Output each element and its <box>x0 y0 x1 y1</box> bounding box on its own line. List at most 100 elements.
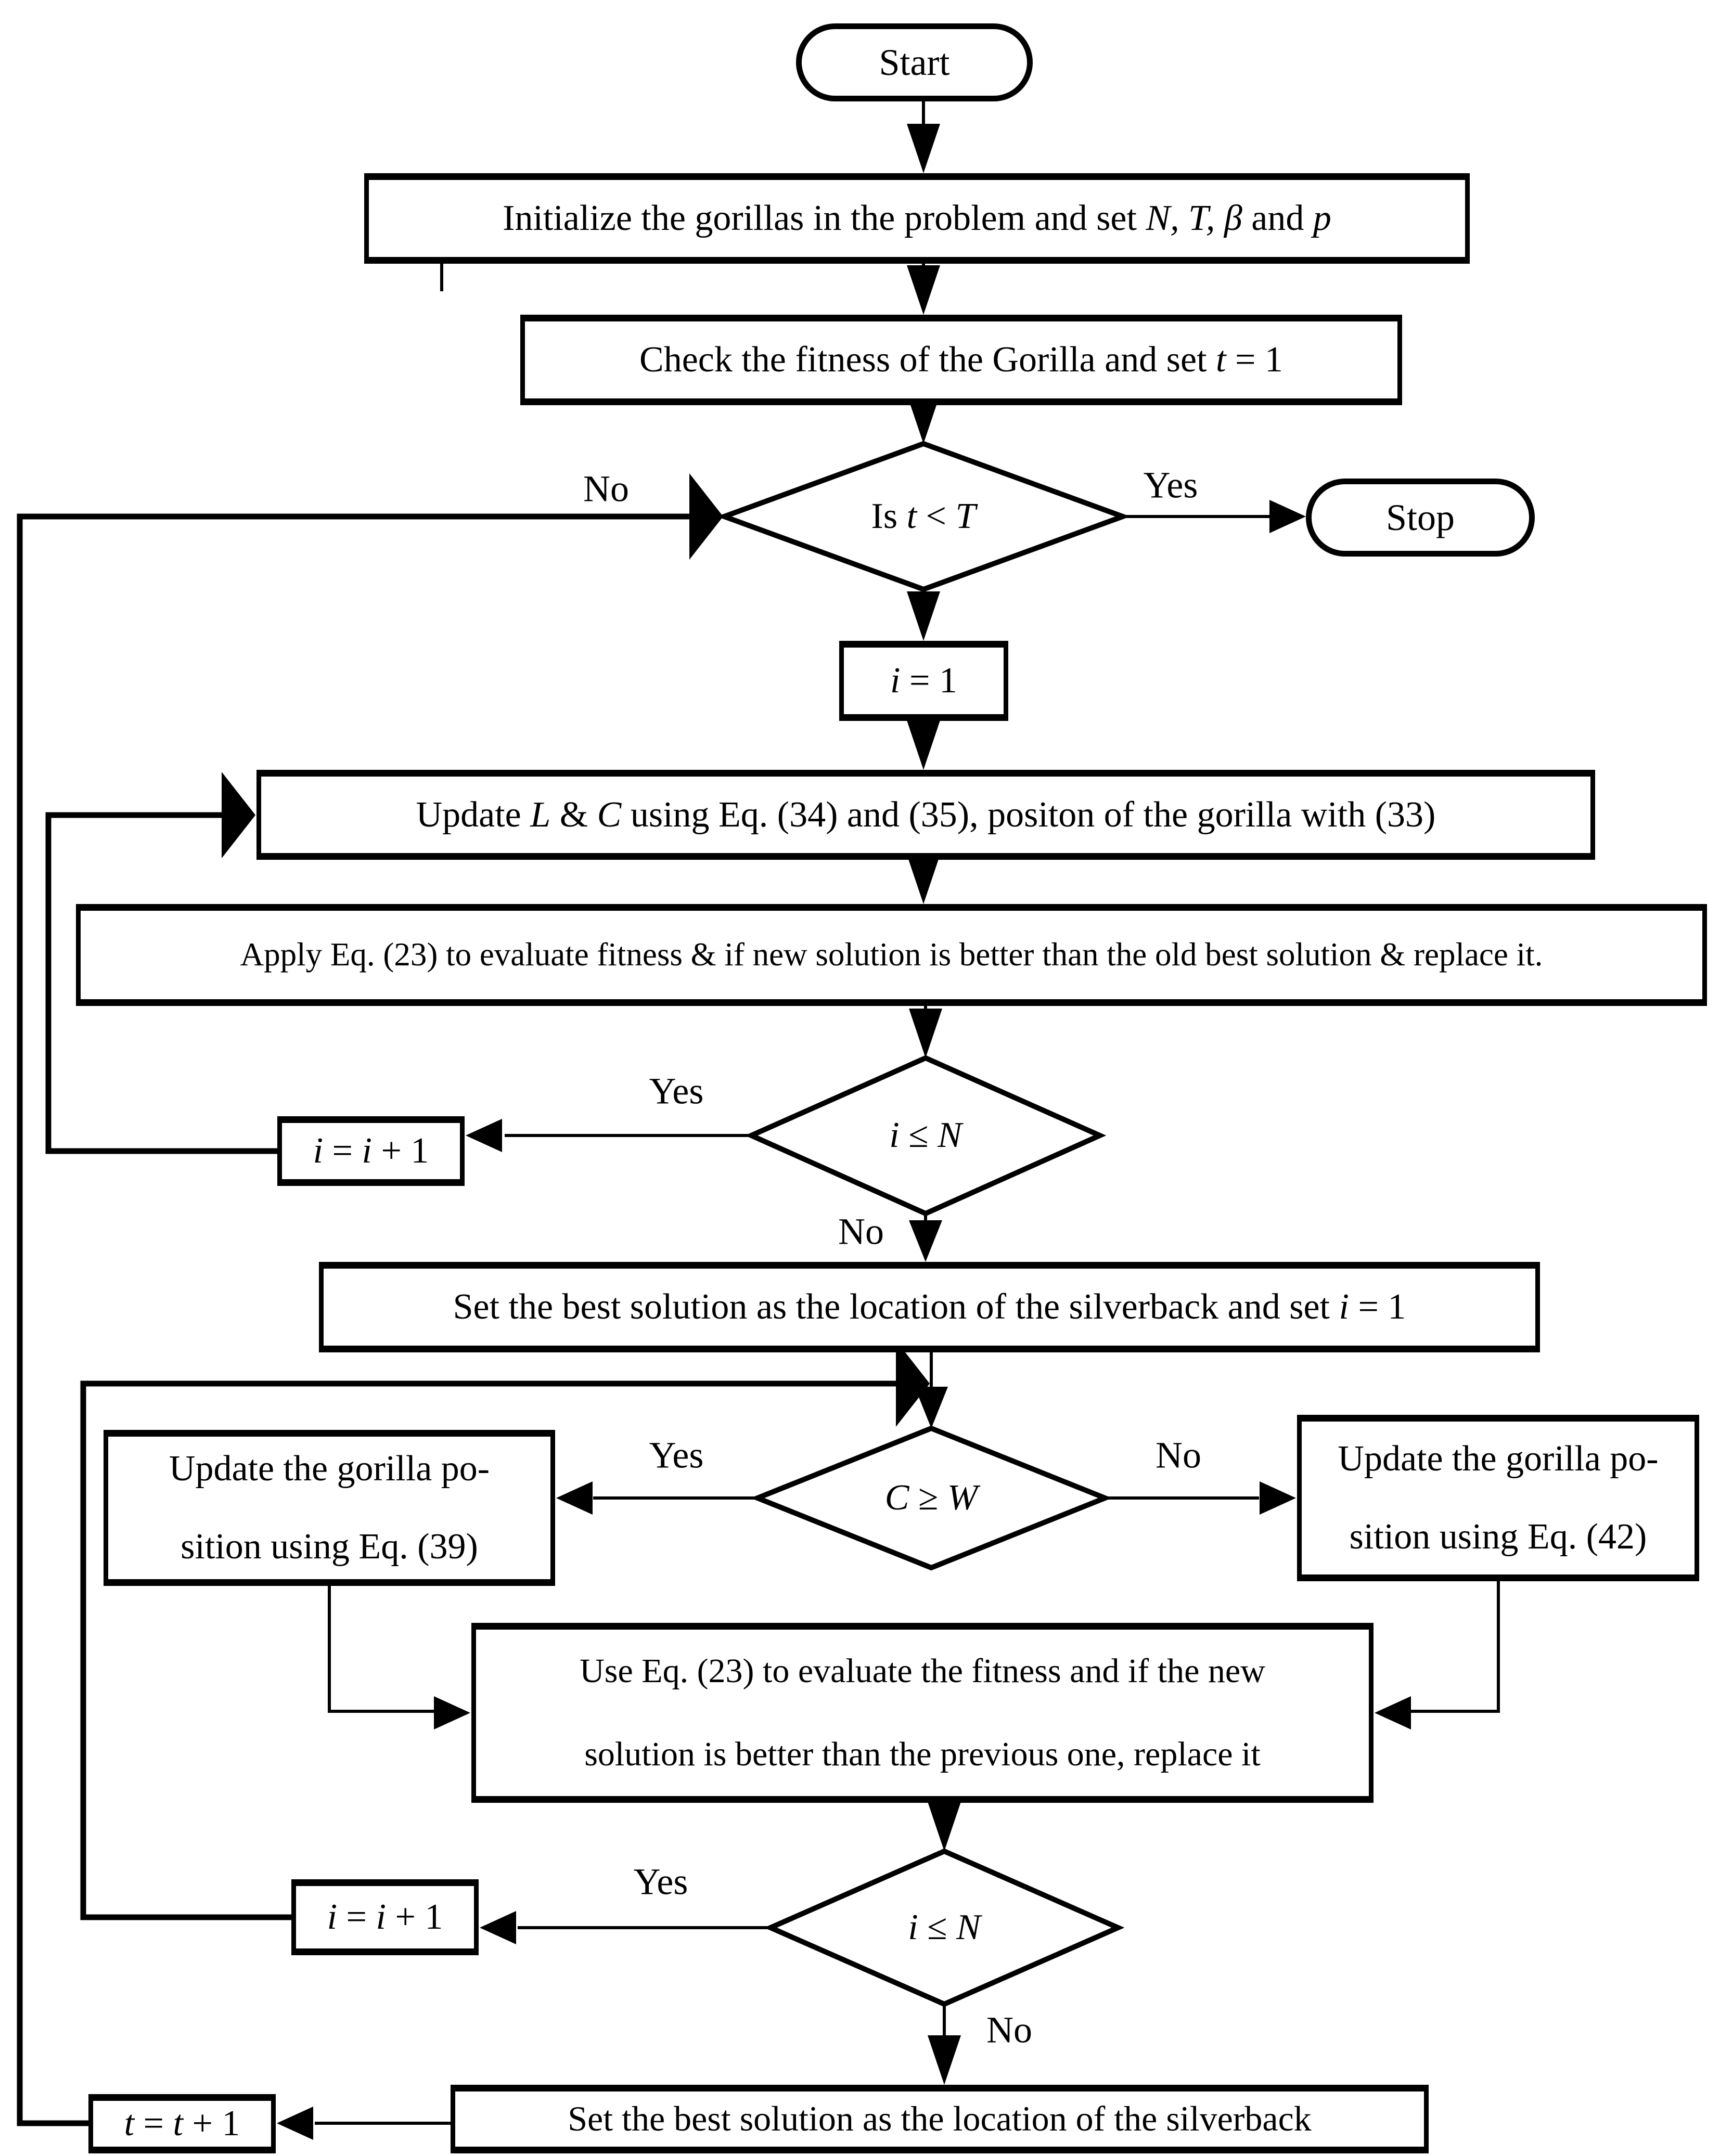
arrowhead-setbest2-tinc <box>277 2107 313 2140</box>
text-run: i <box>376 1897 386 1937</box>
arrowhead-tdecision-stop <box>1269 500 1306 533</box>
text-run: ≤ <box>899 1115 938 1155</box>
text-run: i <box>327 1897 338 1937</box>
text-run: i <box>889 1115 900 1155</box>
decision-i-le-N-2-label: i ≤ N <box>908 1907 981 1948</box>
text-run: + 1 <box>371 1131 429 1171</box>
arrowhead-initialize-check <box>907 265 940 315</box>
arrowhead-setbest-cwdecision <box>915 1387 948 1428</box>
text-run: Initialize the gorillas in the problem a… <box>503 198 1146 238</box>
text-run: i <box>908 1907 918 1947</box>
text-run: C <box>597 794 622 835</box>
text-run: & <box>550 794 597 835</box>
arrowhead-update-apply <box>907 855 940 904</box>
node-update-lc: Update L & C using Eq. (34) and (35), po… <box>256 770 1595 860</box>
node-i-init: i = 1 <box>839 641 1008 721</box>
decision-i-le-N-1-label: i ≤ N <box>889 1115 962 1156</box>
text-run: L <box>530 794 551 835</box>
arrowhead-eq42-useeq <box>1375 1696 1411 1729</box>
text-run: i <box>313 1131 324 1171</box>
text-run: N <box>938 1115 962 1155</box>
node-set-best-final: Set the best solution as the location of… <box>451 2085 1429 2153</box>
text-run: solution is better than the previous one… <box>584 1735 1261 1773</box>
arrowhead-loop-i2-junction <box>896 1340 930 1427</box>
text-run: = 1 <box>1226 340 1283 380</box>
edge-label-no-idecision1: No <box>838 1210 884 1253</box>
text-run: Update <box>416 794 531 835</box>
decision-i-le-N-1-shape <box>745 1055 1107 1217</box>
node-stop: Stop <box>1306 479 1535 557</box>
text-run: N <box>956 1907 981 1947</box>
i-increment-label: i = i + 1 <box>308 1129 434 1173</box>
text-run: T <box>955 496 976 536</box>
set-best-final-label: Set the best solution as the location of… <box>568 2099 1312 2139</box>
i-increment-label: i = i + 1 <box>322 1895 448 1939</box>
text-run: Use Eq. (23) to evaluate the fitness and… <box>580 1652 1265 1690</box>
arrowhead-cwdecision-eq39 <box>556 1481 593 1515</box>
update-lc-label: Update L & C using Eq. (34) and (35), po… <box>411 793 1441 837</box>
stop-label: Stop <box>1385 496 1455 538</box>
text-run: using Eq. (34) and (35), positon of the … <box>621 794 1436 835</box>
text-run: Check the fitness of the Gorilla and set <box>639 340 1216 380</box>
arrowhead-check-tdecision <box>907 394 940 444</box>
apply-eq23-label: Apply Eq. (23) to evaluate fitness & if … <box>240 936 1543 973</box>
edge-label-no-idecision2: No <box>986 2009 1032 2051</box>
text-run: Update the gorilla po- <box>169 1449 490 1489</box>
node-start: Start <box>796 23 1033 101</box>
decision-C-ge-W-label: C ≥ W <box>885 1477 978 1519</box>
text-run: ≤ <box>918 1907 957 1947</box>
text-run: sition using Eq. (42) <box>1349 1517 1647 1557</box>
text-run: i <box>1339 1287 1349 1327</box>
node-apply-eq23: Apply Eq. (23) to evaluate fitness & if … <box>76 904 1707 1006</box>
arrowhead-idecision2-iinc2 <box>480 1911 516 1944</box>
text-run: = <box>134 2103 173 2144</box>
text-run: C <box>884 1478 909 1518</box>
arrowhead-idecision1-iinc <box>466 1119 502 1152</box>
node-i-increment-2: i = i + 1 <box>291 1879 479 1955</box>
text-run: < <box>917 496 956 536</box>
text-run: = 1 <box>1349 1287 1406 1327</box>
text-run: i <box>890 661 901 701</box>
text-run: Update the gorilla po- <box>1338 1439 1659 1479</box>
text-run: = 1 <box>900 661 957 701</box>
text-run: ≥ <box>909 1478 947 1518</box>
use-eq23-label: Use Eq. (23) to evaluate the fitness and… <box>574 1630 1270 1796</box>
decision-t-lt-T-shape <box>716 441 1131 592</box>
edge-label-no-tdecision: No <box>583 468 629 510</box>
update-eq39-label: Update the gorilla po-sition using Eq. (… <box>164 1430 495 1586</box>
text-run: t <box>124 2103 135 2144</box>
node-use-eq23: Use Eq. (23) to evaluate the fitness and… <box>471 1623 1374 1803</box>
start-label: Start <box>879 41 950 83</box>
arrowhead-loop-t-into-decision <box>689 473 723 560</box>
update-eq42-label: Update the gorilla po-sition using Eq. (… <box>1332 1420 1663 1576</box>
node-initialize: Initialize the gorillas in the problem a… <box>364 173 1470 264</box>
node-t-increment: t = t + 1 <box>88 2094 276 2153</box>
text-run: = <box>323 1131 362 1171</box>
text-run: N, T, β <box>1146 198 1242 238</box>
arrowhead-idecision2-setbest2 <box>928 2035 961 2085</box>
text-run: W <box>947 1478 978 1518</box>
arrowhead-tdecision-iinit <box>907 591 940 641</box>
set-best-i-label: Set the best solution as the location of… <box>448 1285 1411 1329</box>
edge-label-yes-idecision1: Yes <box>649 1070 704 1112</box>
text-run: i <box>362 1131 372 1171</box>
text-run: and <box>1242 198 1313 238</box>
text-run: t <box>906 496 917 536</box>
text-run: Is <box>871 496 907 536</box>
text-run: + 1 <box>386 1897 443 1937</box>
edge-label-yes-cwdecision: Yes <box>649 1434 704 1476</box>
initialize-label: Initialize the gorillas in the problem a… <box>497 197 1337 240</box>
check-fitness-label: Check the fitness of the Gorilla and set… <box>634 338 1288 382</box>
decision-C-ge-W-shape <box>750 1425 1112 1571</box>
decision-i-le-N-2-shape <box>764 1848 1125 2007</box>
node-check-fitness: Check the fitness of the Gorilla and set… <box>520 315 1402 405</box>
arrowhead-iinit-update <box>907 720 940 770</box>
node-update-eq39: Update the gorilla po-sition using Eq. (… <box>104 1430 555 1586</box>
decision-t-lt-T-label: Is t < T <box>871 496 976 537</box>
arrowhead-useeq-idecision2 <box>928 1802 961 1851</box>
text-run: t <box>173 2103 183 2144</box>
edge-label-yes-tdecision: Yes <box>1143 464 1198 506</box>
arrowhead-loop-i1-into-update <box>222 772 255 858</box>
